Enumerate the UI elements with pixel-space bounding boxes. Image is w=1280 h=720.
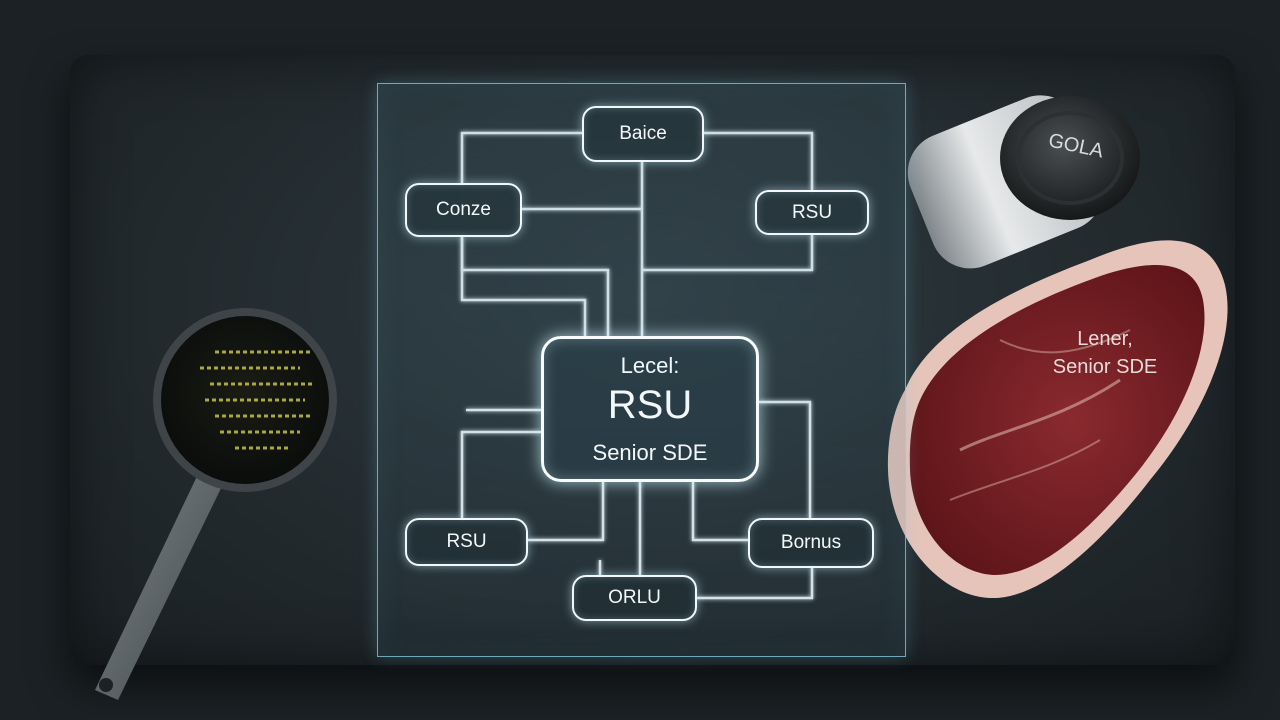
- node-left-upper-label: Conze: [436, 199, 491, 220]
- node-left-lower-label: RSU: [446, 531, 487, 552]
- steak-label-line2: Senior SDE: [1052, 356, 1158, 378]
- node-bottom-label: ORLU: [608, 587, 661, 608]
- node-right-upper: RSU: [755, 190, 869, 235]
- steak: [887, 240, 1228, 599]
- node-center-line3: Senior SDE: [592, 440, 708, 465]
- diagram-connectors: [460, 131, 814, 600]
- steak-label-line1: Lener,: [1077, 328, 1133, 350]
- node-top: Baice: [582, 106, 704, 162]
- measuring-cup: [95, 308, 337, 700]
- steak-label: Lener, Senior SDE: [1035, 325, 1175, 381]
- node-top-label: Baice: [619, 123, 667, 144]
- node-left-lower: RSU: [405, 518, 528, 566]
- node-left-upper: Conze: [405, 183, 522, 237]
- node-center-line2: RSU: [607, 383, 693, 427]
- node-right-upper-label: RSU: [791, 201, 833, 223]
- node-bottom: ORLU: [572, 575, 697, 621]
- salt-shaker: [907, 95, 1140, 269]
- node-center-line1: Lecel:: [620, 353, 680, 378]
- node-right-lower-label: Bornus: [780, 532, 842, 553]
- node-center: Lecel: RSU Senior SDE: [541, 336, 759, 482]
- node-right-lower: Bornus: [748, 518, 874, 568]
